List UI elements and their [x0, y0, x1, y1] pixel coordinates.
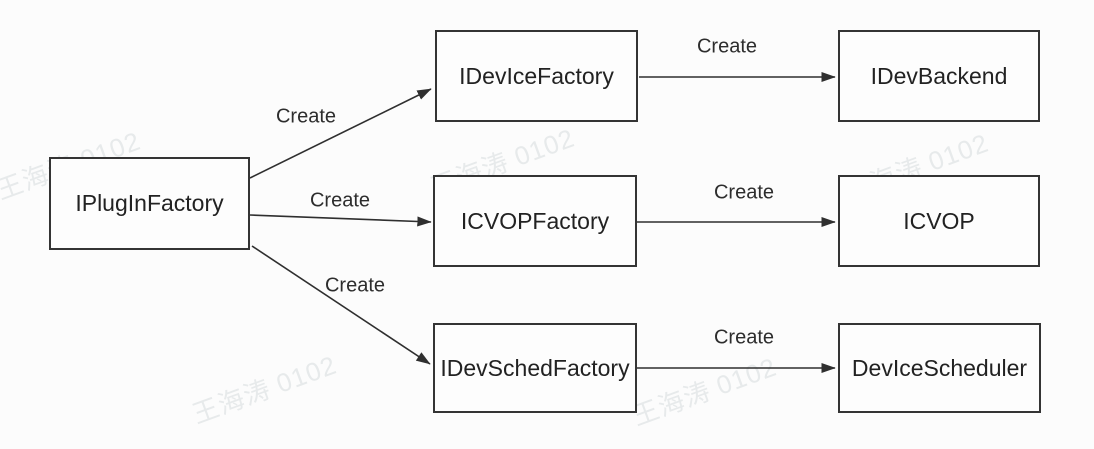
- edge-label-create: Create: [696, 35, 758, 58]
- node-icvop: ICVOP: [838, 175, 1040, 267]
- edge-ipluginfactory-idevschedfactory: [251, 245, 431, 365]
- node-idevschedfactory: IDevSchedFactory: [433, 323, 637, 413]
- edge-label-create: Create: [324, 274, 386, 297]
- node-icvopfactory: ICVOPFactory: [433, 175, 637, 267]
- node-devicescheduler: DevIceScheduler: [838, 323, 1041, 413]
- edge-label-create: Create: [713, 326, 775, 349]
- edge-ipluginfactory-idevicefactory: [249, 88, 432, 179]
- edge-label-create: Create: [713, 181, 775, 204]
- edge-label-create: Create: [275, 105, 337, 128]
- node-idevicefactory: IDevIceFactory: [435, 30, 638, 122]
- edge-ipluginfactory-icvopfactory: [249, 214, 432, 227]
- watermark-text: 王海涛 0102: [188, 349, 341, 430]
- edge-label-create: Create: [309, 189, 371, 212]
- node-ipluginfactory: IPlugInFactory: [49, 157, 250, 250]
- node-idevbackend: IDevBackend: [838, 30, 1040, 122]
- watermark-text: 王海涛 0102: [628, 351, 781, 432]
